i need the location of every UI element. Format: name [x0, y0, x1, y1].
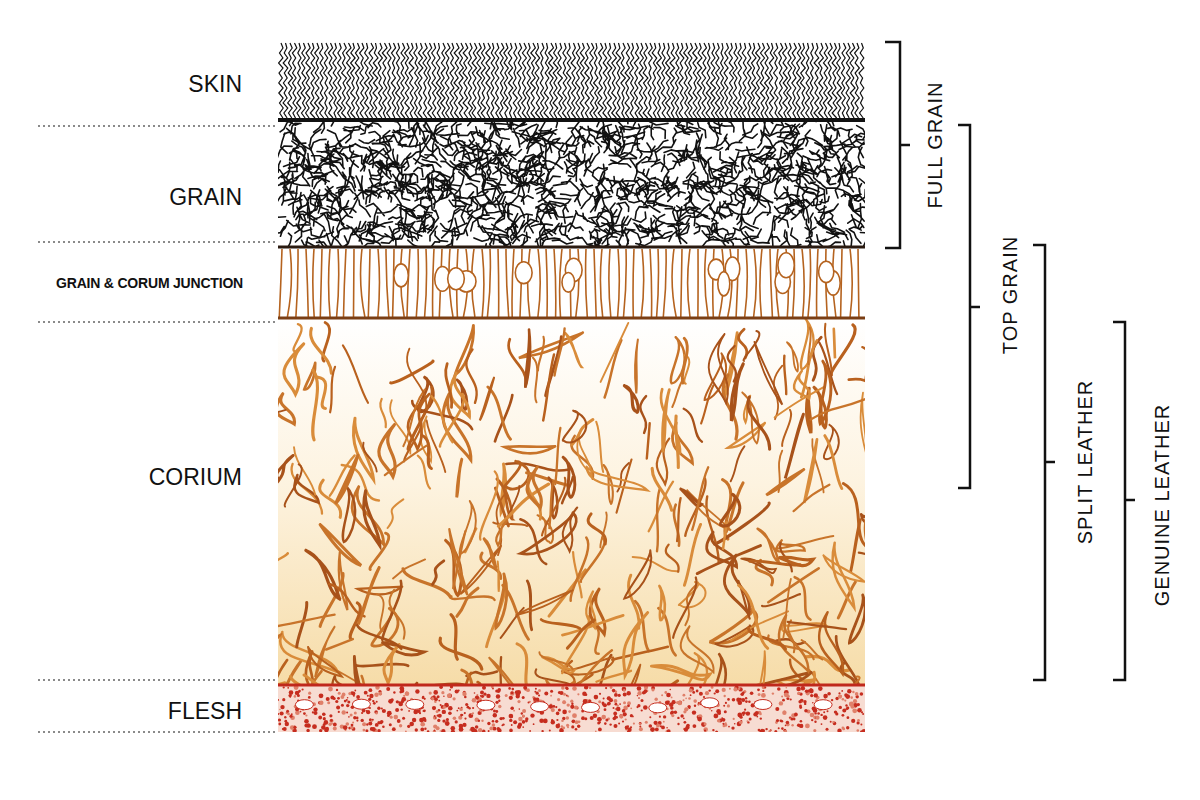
layer-label: GRAIN [169, 185, 242, 210]
skin-texture [279, 43, 864, 118]
corium-texture [278, 319, 865, 685]
grade-label: TOP GRAIN [999, 236, 1021, 354]
layer-label: FLESH [168, 699, 242, 724]
flesh-texture [278, 686, 865, 732]
grade-label: FULL GRAIN [924, 81, 946, 208]
grain-texture [278, 121, 865, 247]
layer-label: GRAIN & CORUM JUNCTION [56, 276, 243, 291]
flesh-ground [278, 686, 865, 732]
grade-label: SPLIT LEATHER [1074, 380, 1096, 545]
dotted-guides [38, 126, 278, 732]
corium-ground [278, 319, 865, 685]
fibre-texture [230, 43, 917, 738]
junction-texture [279, 249, 859, 317]
layer-line [278, 246, 865, 249]
grade-label: GENUINE LEATHER [1151, 404, 1173, 606]
layer-line [278, 684, 865, 687]
layer-label: CORIUM [149, 465, 242, 490]
brackets [885, 42, 1135, 680]
layer-line [278, 118, 865, 122]
layer-label: SKIN [188, 72, 242, 97]
layer-line [278, 317, 865, 320]
